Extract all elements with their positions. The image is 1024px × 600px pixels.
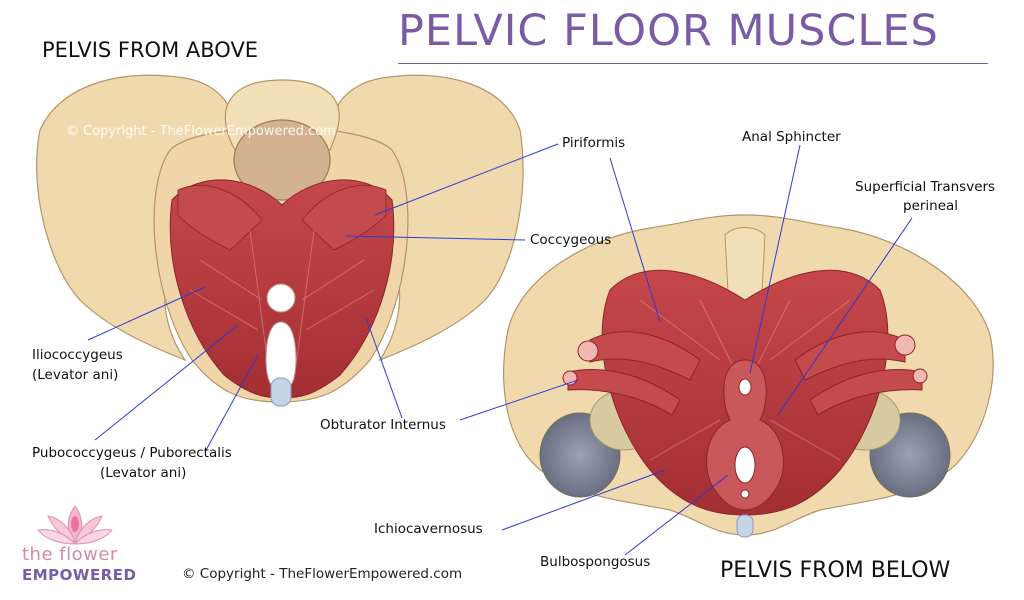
label-iliococcygeus-sub: (Levator ani): [32, 367, 119, 383]
leader-lines: [87, 143, 913, 556]
logo-text-top: the flower: [22, 544, 118, 565]
leader-obturator: [365, 317, 403, 419]
leader-piriformis-below: [609, 157, 661, 323]
leader-pubococcygeus-2: [204, 354, 259, 453]
leader-piriformis-above: [374, 143, 559, 216]
view-title-below: PELVIS FROM BELOW: [720, 558, 951, 583]
pubic-symphysis: [270, 377, 292, 407]
leader-obturator-below: [459, 379, 579, 421]
vertebra-body: [233, 119, 331, 201]
label-piriformis: Piriformis: [562, 135, 626, 151]
label-iliococcygeus: Iliococcygeus: [32, 347, 123, 363]
leader-coccygeous: [344, 235, 526, 241]
leader-pubococcygeus-1: [94, 324, 239, 441]
right-muscle-stump: [894, 334, 916, 356]
urethral-opening: [266, 283, 296, 313]
urethral-opening-below: [740, 489, 750, 499]
leader-iliococcygeus: [87, 286, 206, 341]
footer-copyright: © Copyright - TheFlowerEmpowered.com: [182, 566, 463, 582]
coccygeus-left: [177, 185, 263, 251]
label-pubococcygeus: Pubococcygeus / Puborectalis: [32, 445, 232, 461]
pelvis-from-above: [36, 74, 524, 407]
lotus-icon: [37, 505, 113, 545]
leader-ichiocavernosus: [501, 469, 666, 531]
leader-bulbospongosus: [624, 474, 729, 556]
obturator-right: [809, 368, 923, 416]
logo-text-bottom: EMPOWERED: [22, 566, 137, 584]
label-anal-sphincter: Anal Sphincter: [742, 129, 841, 145]
page-title: PELVIC FLOOR MUSCLES: [398, 6, 939, 56]
muscle-fibers-below: [639, 299, 851, 461]
piriformis-left: [589, 331, 701, 381]
anal-opening: [738, 378, 752, 396]
label-obturator-internus: Obturator Internus: [320, 417, 446, 433]
label-coccygeous: Coccygeous: [530, 232, 612, 248]
coccygeus-right: [301, 185, 387, 251]
leader-superficial: [777, 217, 913, 416]
pubic-symphysis-below: [736, 514, 754, 538]
label-ichiocavernosus: Ichiocavernosus: [374, 521, 483, 537]
label-pubococcygeus-sub: (Levator ani): [100, 465, 187, 481]
view-title-above: PELVIS FROM ABOVE: [42, 38, 259, 62]
right-tendon-stump: [912, 368, 928, 384]
label-superficial-transvers: Superficial Transvers: [855, 179, 996, 195]
muscle-fibers-above: [189, 229, 375, 381]
pelvis-from-below: [503, 214, 994, 538]
title-underline: [398, 63, 988, 64]
image-watermark: © Copyright - TheFlowerEmpowered.com: [66, 124, 336, 139]
perineal-body: [706, 359, 784, 511]
obturator-left: [567, 368, 681, 416]
label-superficial-perineal: perineal: [903, 198, 959, 214]
vaginal-opening-below: [734, 446, 756, 484]
label-bulbospongosus: Bulbospongosus: [540, 554, 651, 570]
piriformis-right: [794, 331, 906, 381]
left-muscle-stump: [577, 340, 599, 362]
leader-anal-sphincter: [749, 144, 801, 374]
